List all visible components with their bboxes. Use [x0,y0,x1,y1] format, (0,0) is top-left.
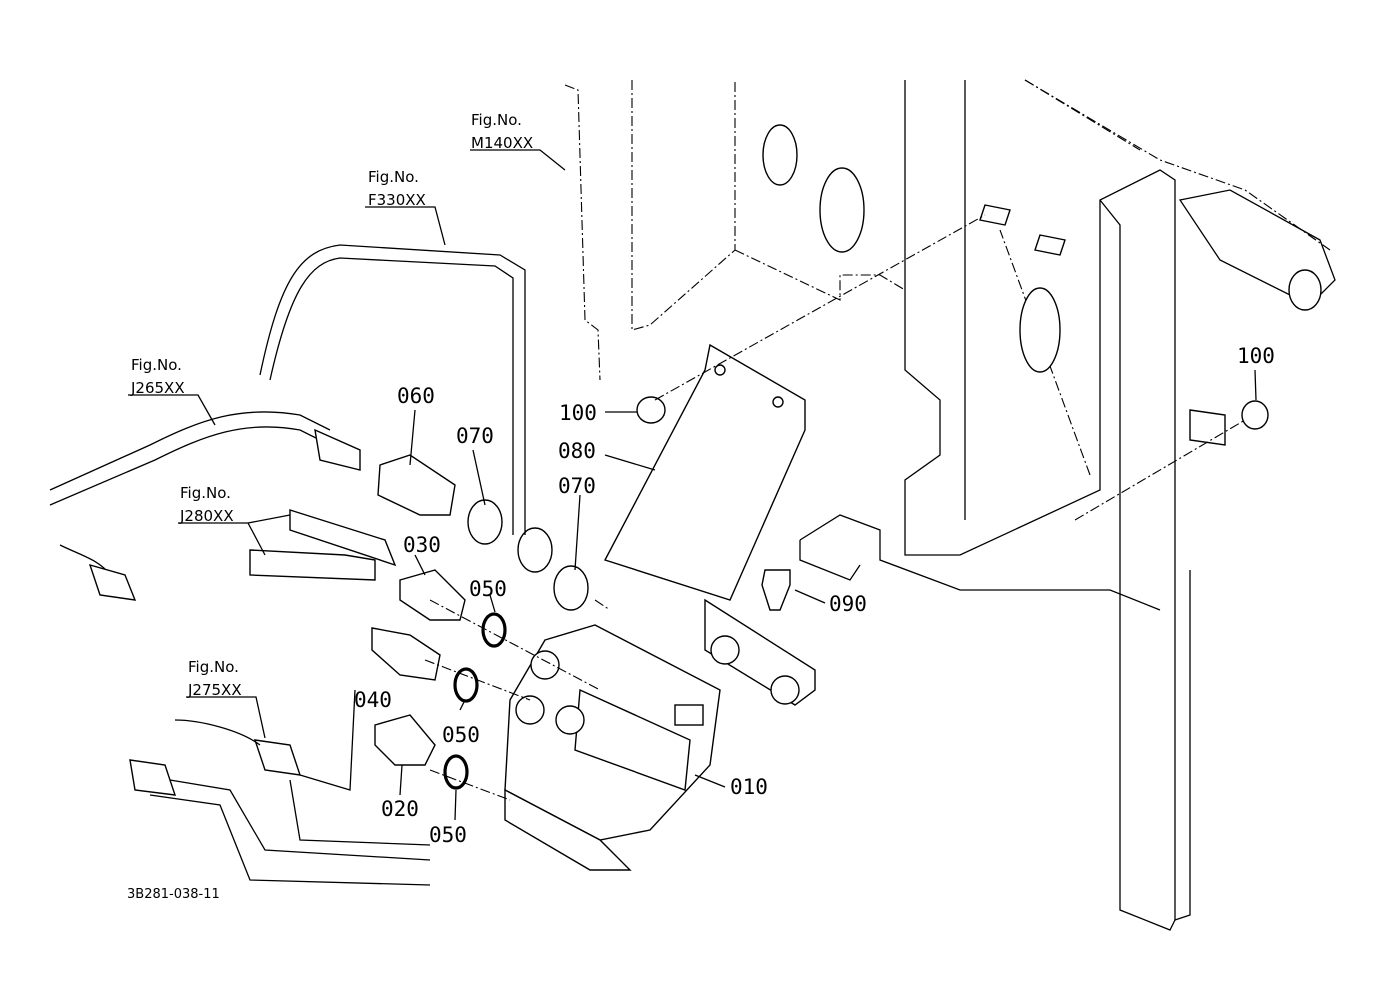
part-label-100-a: 100 [559,401,597,425]
fig-ref-j265xx-line2: J265XX [130,379,185,397]
frame-plate [762,80,1336,931]
leader-lines [128,149,1257,821]
part-label-080: 080 [558,439,596,463]
fig-ref-f330xx-line1: Fig.No. [368,168,419,186]
fittings [371,204,1269,790]
part-label-050-b: 050 [442,723,480,747]
fig-ref-m140xx-line2: M140XX [471,134,533,152]
part-label-060: 060 [397,384,435,408]
part-label-050-a: 050 [469,577,507,601]
fig-ref-j280xx-line2: J280XX [179,507,234,525]
diagram-code: 3B281-038-11 [127,887,220,902]
part-label-030: 030 [403,533,441,557]
fig-ref-j275xx-line2: J275XX [187,681,242,699]
fig-ref-m140xx-line1: Fig.No. [471,111,522,129]
part-label-100-b: 100 [1237,344,1275,368]
part-label-050-c: 050 [429,823,467,847]
part-label-070-a: 070 [456,424,494,448]
fig-ref-j280xx-line1: Fig.No. [180,484,231,502]
valve-010 [504,624,721,871]
part-label-090: 090 [829,592,867,616]
bracket-080 [603,343,816,706]
hoses [49,244,526,886]
fig-ref-j265xx-line1: Fig.No. [131,356,182,374]
part-label-040: 040 [354,688,392,712]
part-label-010: 010 [730,775,768,799]
fig-ref-f330xx-line2: F330XX [368,191,426,209]
part-label-070-b: 070 [558,474,596,498]
fig-ref-j275xx-line1: Fig.No. [188,658,239,676]
part-label-020: 020 [381,797,419,821]
